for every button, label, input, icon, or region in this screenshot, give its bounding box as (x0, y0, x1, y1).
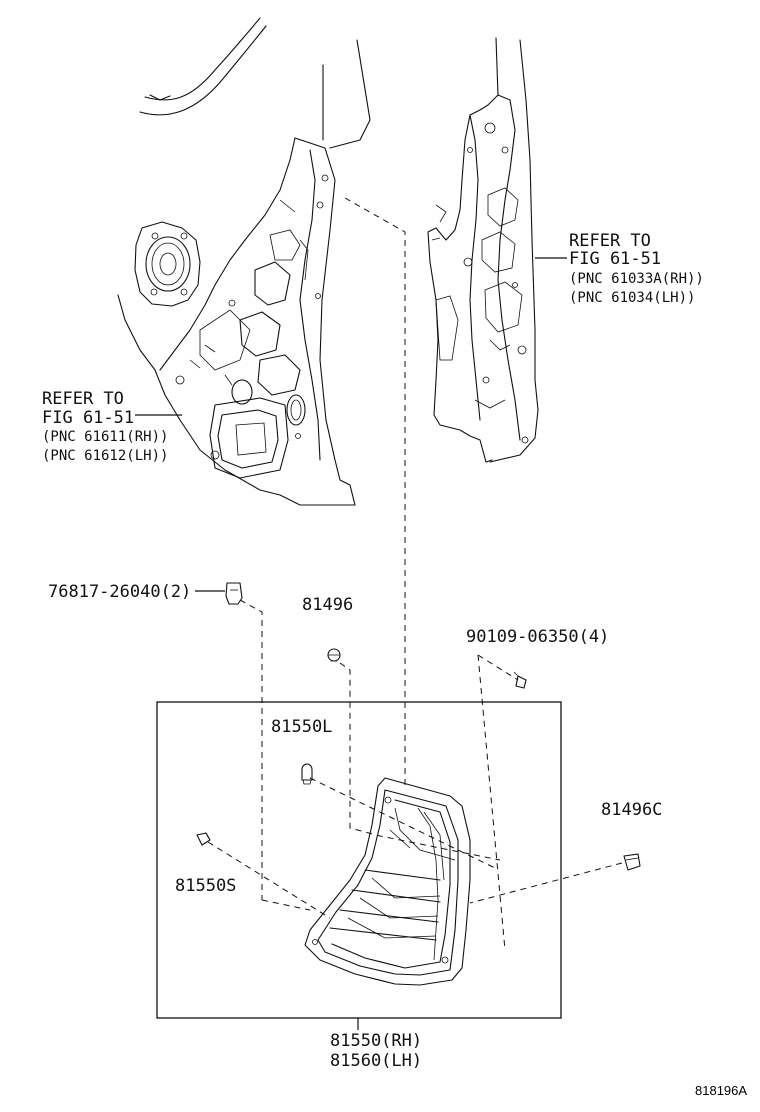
right-ref-line3: (PNC 61033A(RH)) (569, 271, 704, 287)
right-ref-line2: FIG 61-51 (569, 249, 661, 269)
assembly-box (156, 701, 562, 1019)
part-label-assy-rh: 81550(RH) (330, 1031, 422, 1051)
right-inner-panel (427, 37, 539, 463)
left-quarter-panel (117, 17, 371, 506)
left-ref-line2: FIG 61-51 (42, 408, 134, 428)
part-label-81496c: 81496C (601, 800, 662, 820)
part-label-assy-lh: 81560(LH) (330, 1051, 422, 1071)
left-ref-line1: REFER TO (42, 389, 124, 409)
left-ref-line4: (PNC 61612(LH)) (42, 448, 168, 464)
tail-lamp-assembly (304, 777, 471, 986)
part-label-81550l: 81550L (271, 717, 332, 737)
right-panel-reference: REFER TO FIG 61-51 (PNC 61033A(RH)) (PNC… (569, 231, 704, 306)
clip-icon (225, 582, 243, 605)
right-ref-line1: REFER TO (569, 231, 651, 251)
screw-icon (513, 671, 527, 689)
part-label-screw: 90109-06350(4) (466, 627, 609, 647)
bulb-81550l-icon (301, 763, 313, 785)
left-panel-reference: REFER TO FIG 61-51 (PNC 61611(RH)) (PNC … (42, 389, 168, 464)
part-label-clip: 76817-26040(2) (48, 582, 191, 602)
figure-id: 818196A (695, 1083, 747, 1098)
right-ref-line4: (PNC 61034(LH)) (569, 290, 695, 306)
bulb-81550s-icon (196, 832, 211, 846)
part-label-81550s: 81550S (175, 876, 236, 896)
grommet-81496c-icon (623, 853, 641, 871)
leader-lines (135, 197, 623, 1030)
left-ref-line3: (PNC 61611(RH)) (42, 429, 168, 445)
grommet-81496-icon (327, 648, 341, 662)
part-label-81496: 81496 (302, 595, 353, 615)
